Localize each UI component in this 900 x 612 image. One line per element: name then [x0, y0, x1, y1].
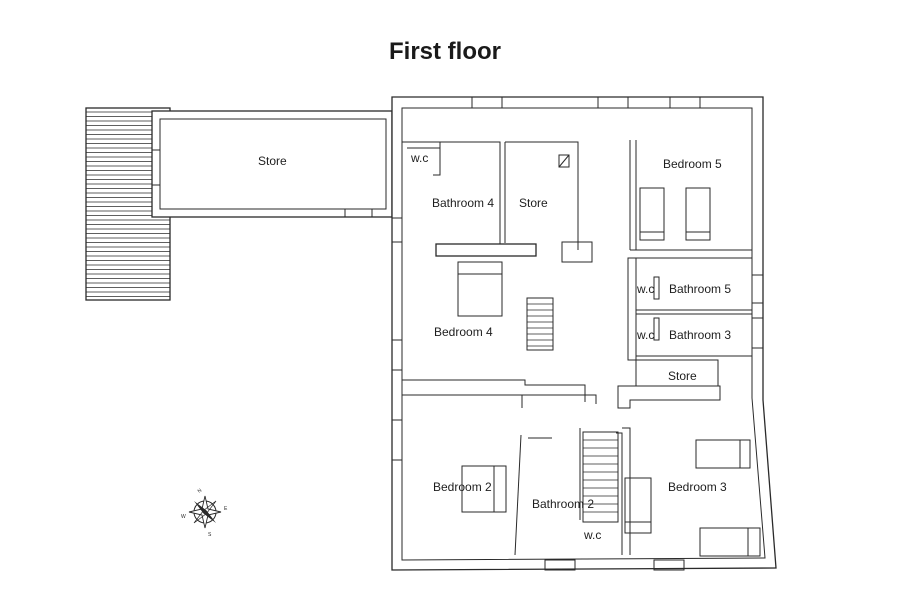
room-label-bedroom-3: Bedroom 3: [668, 480, 727, 494]
compass-s-label: S: [208, 532, 212, 538]
room-label-bedroom-2: Bedroom 2: [433, 480, 492, 494]
room-label-store-mid: Store: [519, 196, 548, 210]
compass-rose-icon: N E S W: [181, 487, 228, 538]
room-label-bathroom-5: Bathroom 5: [669, 282, 732, 296]
compass-n-label: N: [197, 487, 204, 494]
compass-w-label: W: [181, 514, 186, 520]
room-label-wc-4: w.c: [584, 528, 602, 542]
room-label-wc-3: w.c: [637, 328, 655, 342]
plan-title: First floor: [389, 38, 501, 65]
main-building-walls: [391, 96, 777, 571]
annex-store-walls: [151, 110, 405, 218]
room-label-bathroom-3: Bathroom 3: [669, 328, 732, 342]
room-label-bedroom-4: Bedroom 4: [434, 325, 493, 339]
beds: [457, 187, 761, 557]
room-label-bathroom-2: Bathroom 2: [532, 497, 595, 511]
internal-staircases: [526, 297, 619, 523]
room-label-bathroom-4: Bathroom 4: [432, 196, 495, 210]
room-label-wc-2: w.c: [637, 282, 655, 296]
compass-e-label: E: [224, 506, 228, 512]
interior-walls: [402, 140, 752, 556]
room-label-wc-1: w.c: [411, 151, 429, 165]
room-label-store-small: Store: [668, 369, 697, 383]
room-label-store-annex: Store: [258, 154, 287, 168]
room-label-bedroom-5: Bedroom 5: [663, 157, 722, 171]
